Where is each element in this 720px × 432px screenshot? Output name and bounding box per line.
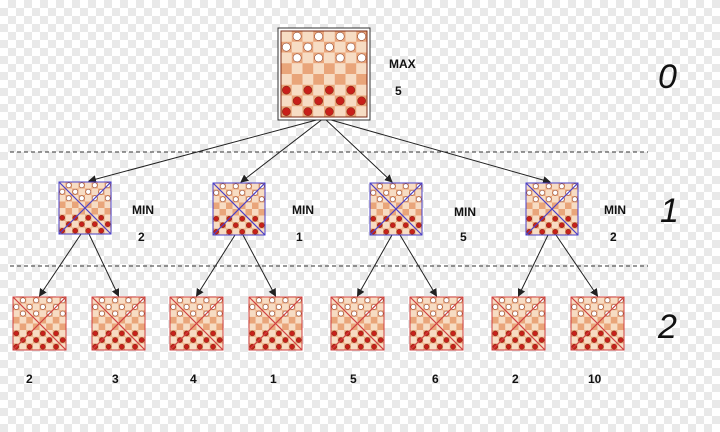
edge-root-to-node-1: [88, 117, 325, 184]
edge-root-to-node-2: [240, 117, 325, 183]
edge-node-2-to-leaf-4: [242, 234, 276, 297]
root-value: 5: [395, 84, 402, 98]
level-number-2: 2: [657, 308, 677, 346]
node-4-label: MIN: [604, 203, 626, 217]
leaf-board-6: [409, 296, 464, 351]
root-board: [277, 27, 371, 121]
leaf-board-5: [330, 296, 385, 351]
level1-board-3: [369, 182, 423, 236]
leaf-4-value: 1: [270, 372, 277, 386]
leaf-board-3: [169, 296, 224, 351]
node-2-value: 1: [296, 230, 303, 244]
level-number-1: 1: [660, 192, 679, 230]
edge-node-4-to-leaf-8: [555, 234, 599, 297]
edge-node-4-to-leaf-7: [517, 234, 549, 297]
leaf-3-value: 4: [190, 372, 197, 386]
tree-edges: [38, 117, 599, 297]
edge-node-1-to-leaf-2: [88, 233, 120, 297]
edge-root-to-node-4: [323, 117, 551, 184]
leaf-1-value: 2: [26, 372, 33, 386]
leaf-7-value: 2: [512, 372, 519, 386]
node-3-label: MIN: [454, 205, 476, 219]
edge-node-3-to-leaf-6: [399, 234, 438, 297]
leaf-board-1: [12, 296, 67, 351]
node-3-value: 5: [460, 230, 467, 244]
leaf-2-value: 3: [112, 372, 119, 386]
level1-board-4: [525, 182, 579, 236]
leaf-board-2: [91, 296, 146, 351]
edge-node-1-to-leaf-1: [38, 233, 82, 297]
edge-node-3-to-leaf-5: [357, 234, 393, 297]
node-2-label: MIN: [292, 203, 314, 217]
level1-board-2: [212, 182, 266, 236]
edge-root-to-node-3: [323, 117, 393, 183]
leaf-board-8: [570, 296, 625, 351]
node-1-value: 2: [138, 230, 145, 244]
level1-board-1: [58, 181, 112, 235]
leaf-board-4: [248, 296, 303, 351]
leaf-board-7: [491, 296, 546, 351]
leaf-8-value: 10: [588, 372, 602, 386]
leaf-6-value: 6: [432, 372, 439, 386]
node-4-value: 2: [610, 230, 617, 244]
leaf-5-value: 5: [350, 372, 357, 386]
root-label: MAX: [389, 57, 416, 71]
board-nodes: [12, 27, 625, 351]
level-number-0: 0: [658, 58, 677, 96]
node-1-label: MIN: [132, 203, 154, 217]
edge-node-2-to-leaf-3: [195, 234, 236, 297]
